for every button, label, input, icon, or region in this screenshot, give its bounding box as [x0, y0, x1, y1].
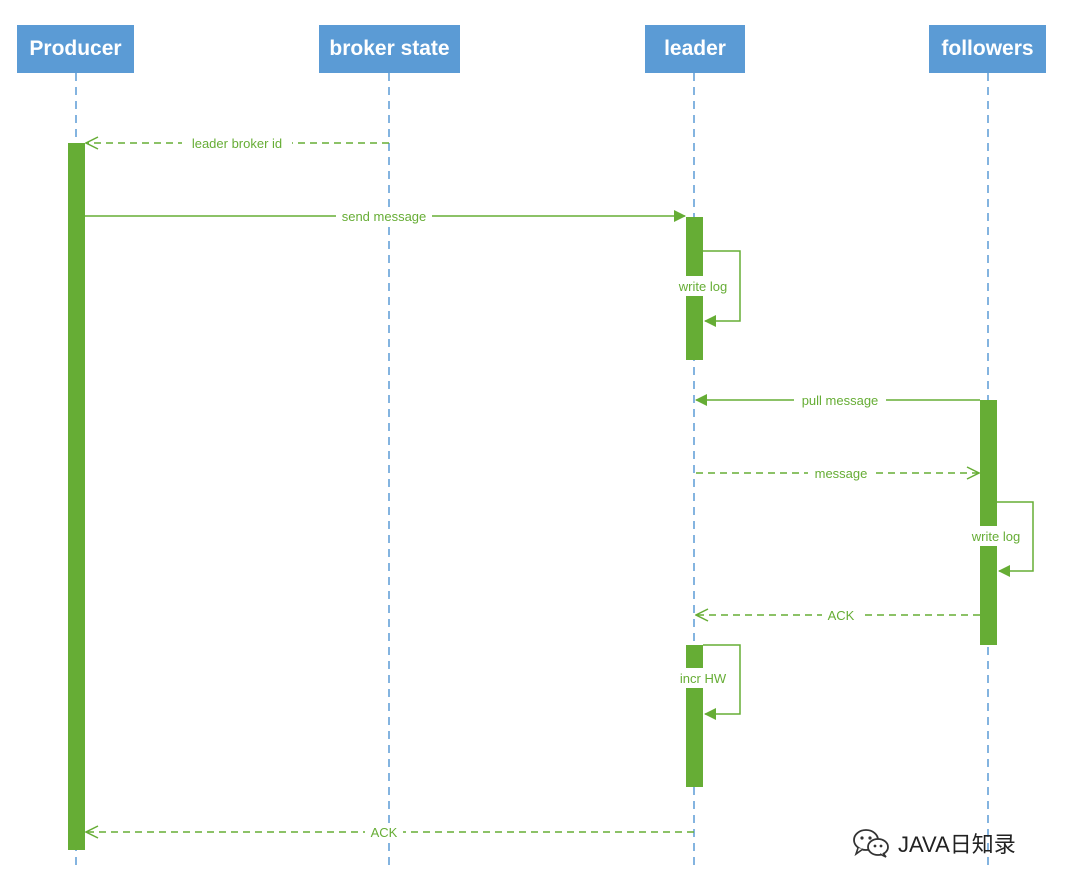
label-message: message — [815, 466, 868, 481]
label-followers-write-log: write log — [971, 529, 1020, 544]
label-incr-hw: incr HW — [680, 671, 727, 686]
label-leader-broker-id: leader broker id — [192, 136, 282, 151]
activation-followers — [980, 400, 997, 645]
activation-leader-2 — [686, 645, 703, 787]
message-message: message — [696, 464, 979, 482]
arrow-followers-write-log — [997, 501, 1034, 577]
message-pull-message: pull message — [695, 391, 980, 409]
wechat-icon — [853, 829, 889, 858]
label-leader-write-log: write log — [678, 279, 727, 294]
participant-producer: Producer — [17, 25, 134, 73]
message-leader-broker-id: leader broker id — [86, 134, 389, 152]
participant-leader: leader — [645, 25, 745, 73]
label-ack-producer: ACK — [371, 825, 398, 840]
activation-producer — [68, 143, 85, 850]
arrow-incr-hw — [703, 644, 741, 720]
message-leader-write-log: write log — [671, 250, 741, 327]
label-send-message: send message — [342, 209, 427, 224]
message-ack-follower: ACK — [696, 606, 980, 624]
watermark-text: JAVA日知录 — [898, 832, 1016, 857]
message-send-message: send message — [85, 207, 686, 225]
activation-bars — [68, 143, 997, 850]
participant-followers: followers — [929, 25, 1046, 73]
label-pull-message: pull message — [802, 393, 879, 408]
message-ack-producer: ACK — [86, 823, 694, 841]
label-ack-follower: ACK — [828, 608, 855, 623]
message-followers-write-log: write log — [964, 501, 1034, 577]
arrow-leader-write-log — [703, 250, 741, 327]
participant-broker-state: broker state — [319, 25, 460, 73]
watermark: JAVA日知录 — [852, 826, 1016, 860]
message-incr-hw: incr HW — [674, 644, 741, 720]
